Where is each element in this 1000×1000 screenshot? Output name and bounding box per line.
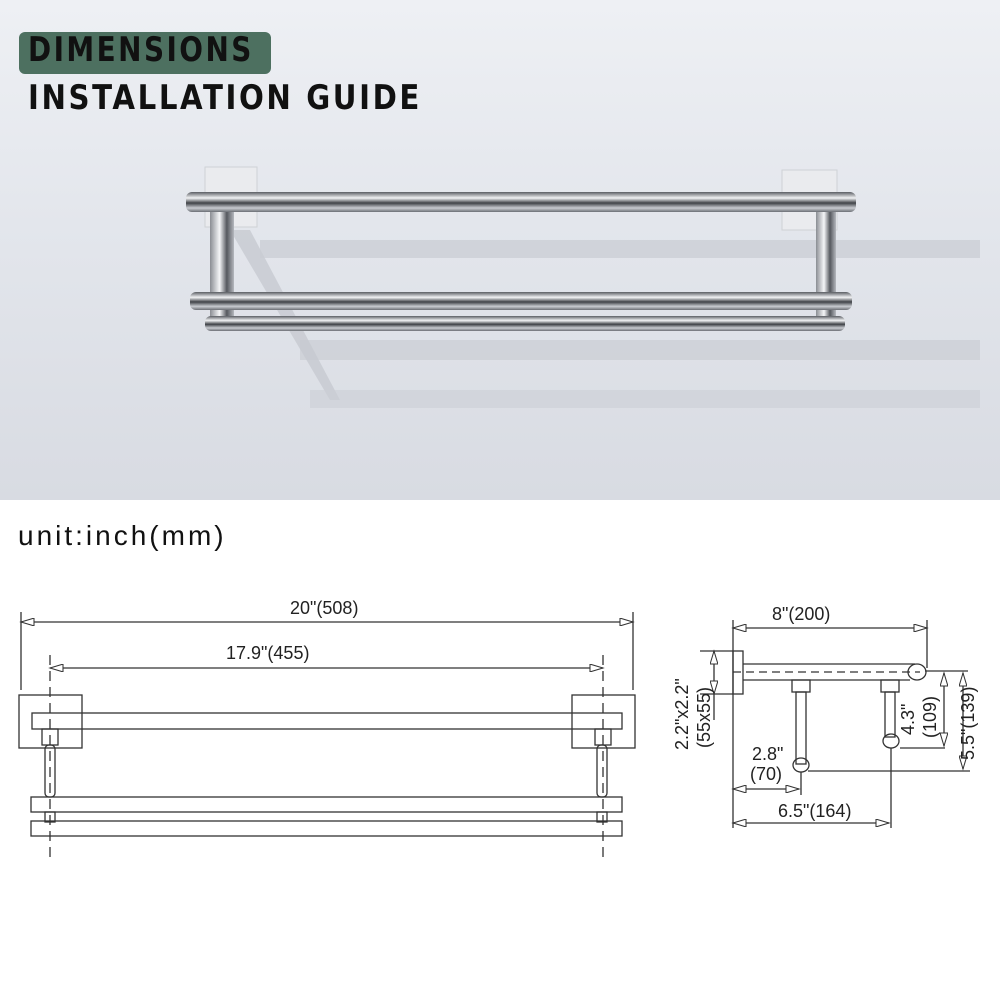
title-badge	[19, 32, 271, 74]
rear-offset-mm-label: (70)	[750, 764, 782, 784]
product-photo: DIMENSIONS INSTALLATION GUIDE	[0, 0, 1000, 500]
title-dimensions: DIMENSIONS	[28, 30, 254, 70]
overall-width-label: 20"(508)	[290, 598, 358, 618]
front-drop-label: 4.3"	[898, 704, 918, 735]
front-view-drawing	[18, 612, 636, 860]
side-view-drawing	[700, 620, 970, 828]
depth-label: 8"(200)	[772, 604, 830, 624]
title-installation-guide: INSTALLATION GUIDE	[28, 78, 422, 118]
rear-offset-label: 2.8"	[752, 744, 783, 764]
base-plate-label: 2.2"x2.2"	[672, 678, 692, 750]
front-offset-label: 6.5"(164)	[778, 801, 851, 821]
base-plate-mm-label: (55x55)	[694, 687, 714, 748]
rear-drop-label: 5.5"(139)	[958, 687, 978, 760]
unit-label: unit:inch(mm)	[18, 520, 227, 551]
front-drop-mm-label: (109)	[920, 696, 940, 738]
towel-rack-photo-illustration	[186, 166, 980, 408]
mount-center-width-label: 17.9"(455)	[226, 643, 309, 663]
